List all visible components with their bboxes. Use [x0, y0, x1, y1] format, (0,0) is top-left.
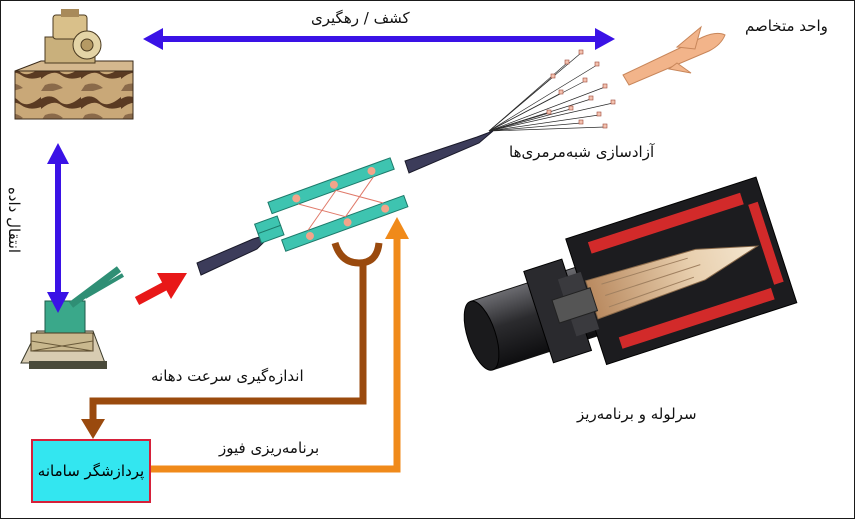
barrel-programmer-label: سرلوله و برنامه‌ریز — [577, 405, 697, 423]
fuze-programming-line — [151, 237, 401, 473]
muzzle-velocity-label: اندازه‌گیری سرعت دهانه — [151, 367, 304, 385]
data-transfer-arrow — [47, 143, 69, 313]
fuze-arrow-head — [385, 217, 409, 239]
system-processor-box: پردازشگر سامانه — [31, 439, 151, 503]
muzzle-sensor-icon — [253, 157, 409, 252]
enemy-unit-label: واحد متخاصم — [745, 17, 828, 35]
gun-mount-icon — [20, 266, 125, 369]
submunition-release-label: آزادسازی شبه‌مرمری‌ها — [509, 143, 655, 161]
detect-track-arrow — [143, 28, 615, 50]
submunition-cloud — [488, 49, 616, 132]
velocity-measurement-line — [89, 241, 383, 423]
projectile-release-icon — [404, 130, 494, 174]
barrel-programmer-icon — [463, 176, 798, 371]
velocity-arrow-head — [81, 419, 105, 439]
fuze-programming-label: برنامه‌ریزی فیوز — [219, 439, 320, 457]
data-transfer-label: انتقال داده — [5, 186, 24, 254]
radar-station-icon — [14, 9, 134, 120]
enemy-missile-icon — [622, 25, 726, 86]
fire-arrow — [134, 273, 187, 305]
detect-track-label: کشف / رهگیری — [311, 9, 410, 27]
system-processor-label: پردازشگر سامانه — [37, 462, 145, 480]
